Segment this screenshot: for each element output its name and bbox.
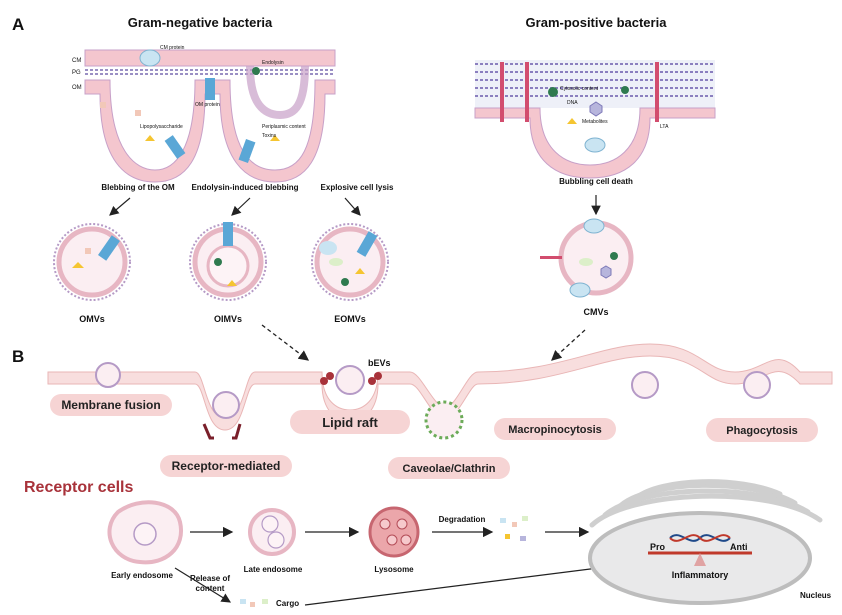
raft-dot-left-2 bbox=[326, 372, 334, 380]
label-pro: Pro bbox=[650, 542, 666, 552]
dashed-arrow-right bbox=[551, 329, 586, 361]
label-lysosome: Lysosome bbox=[374, 565, 414, 574]
vesicle-raft bbox=[335, 365, 365, 395]
late-endosome-vesicle-1 bbox=[261, 515, 279, 533]
gram-negative-envelope bbox=[84, 49, 336, 183]
early-endosome-cargo bbox=[133, 522, 157, 546]
label-om-protein: OM protein bbox=[195, 102, 220, 108]
cmv-vesicle bbox=[540, 218, 634, 298]
label-dna: DNA bbox=[567, 100, 578, 106]
label-cargo: Cargo bbox=[276, 599, 299, 608]
pathway-caveolae-clathrin: Caveolae/Clathrin bbox=[403, 463, 496, 475]
receptor-cells-title: Receptor cells bbox=[24, 479, 133, 496]
oimv-vesicle bbox=[189, 222, 267, 301]
pathway-macropinocytosis: Macropinocytosis bbox=[508, 424, 602, 436]
label-lta: LTA bbox=[660, 124, 669, 130]
arrow-blebbing bbox=[109, 197, 131, 216]
eomv-vesicle bbox=[311, 223, 389, 301]
pill-membrane-fusion bbox=[50, 394, 172, 416]
dashed-arrow-left bbox=[261, 324, 310, 361]
label-degradation: Degradation bbox=[439, 515, 486, 524]
lysosome-granule-3 bbox=[386, 534, 398, 546]
vesicle-phagocytosis bbox=[743, 371, 771, 399]
panel-b-letter: B bbox=[12, 347, 24, 366]
raft-dot-right-2 bbox=[374, 372, 382, 380]
pathway-phagocytosis: Phagocytosis bbox=[726, 425, 798, 437]
gram-positive-title: Gram-positive bacteria bbox=[526, 15, 668, 30]
receptor-right bbox=[232, 423, 242, 440]
layer-label-pg: PG bbox=[72, 70, 81, 76]
vesicle-fusing bbox=[95, 362, 121, 388]
mechanism-blebbing-om: Blebbing of the OM bbox=[101, 183, 175, 192]
mechanism-explosive-lysis: Explosive cell lysis bbox=[321, 183, 394, 192]
pathway-membrane-fusion: Membrane fusion bbox=[61, 398, 160, 412]
late-endosome-vesicle-2 bbox=[267, 531, 285, 549]
layer-label-cm: CM bbox=[72, 58, 81, 64]
arrow-endolysin bbox=[231, 197, 251, 216]
label-cm-protein: CM protein bbox=[160, 45, 185, 51]
raft-dot-right bbox=[368, 377, 376, 385]
pathway-receptor-mediated: Receptor-mediated bbox=[172, 459, 281, 473]
label-cytosolic: Cytosolic content bbox=[560, 86, 599, 92]
mechanism-endolysin-blebbing: Endolysin-induced blebbing bbox=[191, 183, 298, 192]
degraded-fragments bbox=[500, 516, 528, 541]
pill-receptor-mediated bbox=[160, 455, 292, 477]
gram-positive-envelope bbox=[474, 60, 716, 179]
raft-dot-left bbox=[320, 377, 328, 385]
pathway-lipid-raft: Lipid raft bbox=[322, 415, 378, 430]
label-endolysin: Endolysin bbox=[262, 60, 284, 66]
label-early-endosome: Early endosome bbox=[111, 571, 173, 580]
arrow-release bbox=[174, 567, 232, 603]
mechanism-bubbling: Bubbling cell death bbox=[559, 177, 633, 186]
label-periplasmic: Periplasmic content bbox=[262, 124, 306, 130]
arrow-cargo-nucleus bbox=[304, 561, 624, 606]
label-late-endosome: Late endosome bbox=[244, 565, 303, 574]
label-lps: Lipopolysaccharide bbox=[140, 124, 183, 130]
pill-phagocytosis bbox=[706, 418, 818, 442]
pill-caveolae-clathrin bbox=[388, 457, 510, 479]
balance-fulcrum bbox=[694, 553, 706, 566]
label-content: content bbox=[196, 584, 225, 593]
pill-lipid-raft bbox=[290, 410, 410, 434]
label-release-of: Release of bbox=[190, 574, 230, 583]
label-metabolites: Metabolites bbox=[582, 119, 608, 125]
arrow-explosive bbox=[344, 197, 361, 216]
dna-helix-icon bbox=[669, 534, 731, 542]
vesicle-receptor bbox=[212, 391, 240, 419]
lysosome-granule-4 bbox=[400, 534, 412, 546]
lysosome-granule-2 bbox=[396, 518, 408, 530]
vesicle-caveolae bbox=[424, 400, 464, 440]
label-nucleus: Nucleus bbox=[800, 591, 832, 600]
pill-macropinocytosis bbox=[494, 418, 616, 440]
label-eomvs: EOMVs bbox=[334, 314, 366, 324]
lysosome-granule-1 bbox=[379, 518, 391, 530]
vesicle-macropinocytosis bbox=[631, 371, 659, 399]
receptor-left bbox=[202, 423, 214, 440]
label-cmvs: CMVs bbox=[583, 307, 608, 317]
lysosome-shape bbox=[368, 506, 420, 558]
omv-vesicle bbox=[53, 223, 131, 301]
layer-label-om: OM bbox=[72, 85, 82, 91]
golgi-apparatus bbox=[589, 479, 823, 528]
label-omvs: OMVs bbox=[79, 314, 105, 324]
label-bevs: bEVs bbox=[368, 358, 391, 368]
panel-a-letter: A bbox=[12, 15, 24, 34]
label-anti: Anti bbox=[730, 542, 748, 552]
label-toxins: Toxins bbox=[262, 133, 277, 139]
label-inflammatory: Inflammatory bbox=[672, 570, 729, 580]
cargo-fragments bbox=[240, 599, 268, 607]
gram-negative-title: Gram-negative bacteria bbox=[128, 15, 273, 30]
label-oimvs: OIMVs bbox=[214, 314, 242, 324]
